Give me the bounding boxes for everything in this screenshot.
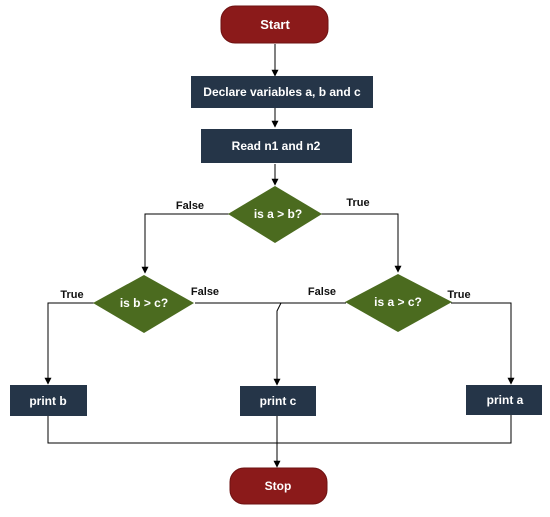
print-b-node: print b <box>10 385 87 416</box>
print-c-process-shape <box>240 386 316 416</box>
decision-bc-label: is b > c? <box>120 296 168 310</box>
decision-ac-label: is a > c? <box>374 295 422 309</box>
decision-ab-node: is a > b? <box>228 186 322 243</box>
print-a-node: print a <box>466 385 542 415</box>
declare-node: Declare variables a, b and c <box>191 76 373 108</box>
stop-terminal-shape <box>229 467 328 505</box>
edge-print-b-merge <box>47 415 512 444</box>
decision-bc-diamond <box>93 275 194 333</box>
edge-ab-false <box>141 213 230 274</box>
print-a-label: print a <box>487 393 524 407</box>
label-ac-true: True <box>447 289 470 301</box>
start-label: Start <box>260 17 290 32</box>
print-c-node: print c <box>240 386 316 416</box>
label-ac-false: False <box>308 286 336 298</box>
decision-ac-node: is a > c? <box>345 274 452 332</box>
decision-ac-diamond <box>345 274 452 332</box>
read-node: Read n1 and n2 <box>201 129 352 163</box>
print-b-label: print b <box>29 394 66 408</box>
edge-labels: False True True False False True <box>60 197 470 301</box>
edge-bc-true <box>44 302 94 385</box>
start-terminal-shape <box>220 5 329 44</box>
edge-ab-true <box>320 213 402 273</box>
declare-label: Declare variables a, b and c <box>203 85 361 99</box>
label-bc-true: True <box>60 289 83 301</box>
stop-node: Stop <box>229 467 328 505</box>
print-b-process-shape <box>10 385 87 416</box>
print-c-label: print c <box>260 394 297 408</box>
label-bc-false: False <box>191 286 219 298</box>
nodes: Start Declare variables a, b and c Read … <box>10 5 542 505</box>
decision-bc-node: is b > c? <box>93 275 194 333</box>
declare-process-shape <box>191 76 373 108</box>
start-node: Start <box>220 5 329 44</box>
read-process-shape <box>201 129 352 163</box>
edge-ac-true <box>451 302 515 385</box>
edges <box>44 44 515 468</box>
stop-label: Stop <box>265 479 292 493</box>
print-a-process-shape <box>466 385 542 415</box>
decision-ab-label: is a > b? <box>254 207 302 221</box>
decision-ab-diamond <box>228 186 322 243</box>
edge-to-print-c <box>273 302 282 386</box>
read-label: Read n1 and n2 <box>232 139 321 153</box>
label-ab-false: False <box>176 200 204 212</box>
label-ab-true: True <box>346 197 369 209</box>
